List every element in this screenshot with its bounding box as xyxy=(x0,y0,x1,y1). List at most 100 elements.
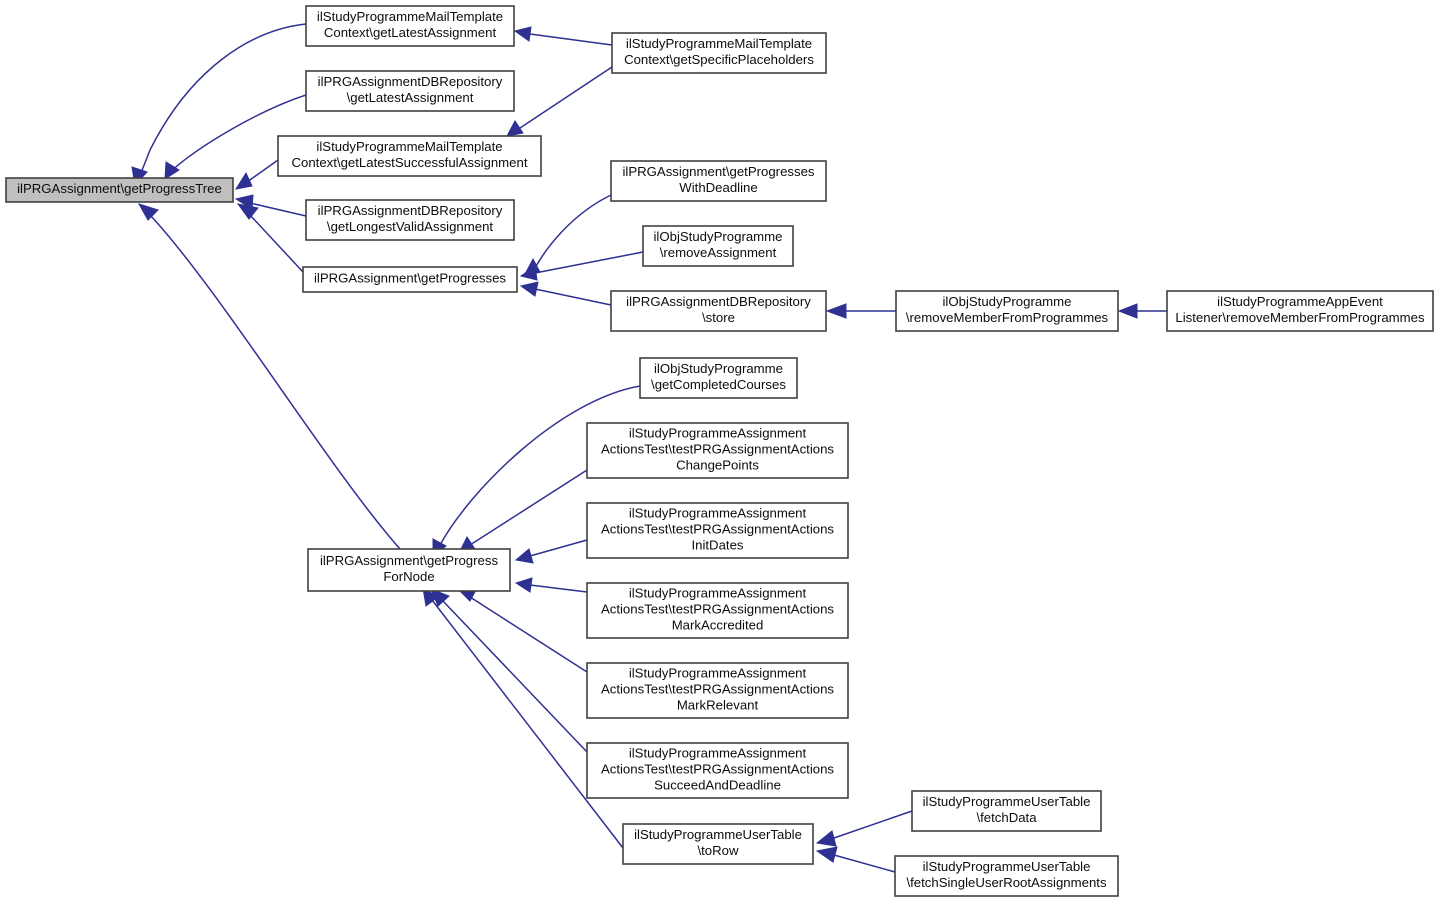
graph-node-dbRepoStore[interactable]: ilPRGAssignmentDBRepository\store xyxy=(610,290,827,332)
edge-line xyxy=(469,596,588,673)
node-label: ilPRGAssignmentDBRepository\store xyxy=(626,294,811,325)
arrowhead-icon xyxy=(234,171,253,190)
node-rect[interactable] xyxy=(307,548,511,592)
node-label: ilPRGAssignmentDBRepository\getLatestAss… xyxy=(318,74,503,105)
node-rect[interactable] xyxy=(305,70,515,112)
node-rect[interactable] xyxy=(586,742,849,799)
edge-line xyxy=(534,251,644,274)
edges-layer xyxy=(131,23,1167,873)
edge-line xyxy=(534,194,612,269)
edge-line xyxy=(431,599,624,849)
node-rect[interactable] xyxy=(639,357,798,399)
arrowhead-icon xyxy=(825,303,847,319)
arrowhead-icon xyxy=(236,203,259,220)
node-rect[interactable] xyxy=(5,177,234,203)
arrowhead-icon xyxy=(514,577,533,593)
edge-dbRepoGetLongestValidAssignment-to-getProgressTree xyxy=(234,194,307,217)
node-rect[interactable] xyxy=(277,135,542,177)
node-label: ilStudyProgrammeUserTable\fetchData xyxy=(923,794,1091,825)
graph-node-userTableFetchSingleUserRootAssignments[interactable]: ilStudyProgrammeUserTable\fetchSingleUse… xyxy=(894,855,1119,897)
edge-line xyxy=(249,214,304,273)
node-rect[interactable] xyxy=(610,160,827,202)
graph-node-removeAssignment[interactable]: ilObjStudyProgramme\removeAssignment xyxy=(642,225,794,267)
node-rect[interactable] xyxy=(610,290,827,332)
node-rect[interactable] xyxy=(611,32,827,74)
graph-node-getProgresses[interactable]: ilPRGAssignment\getProgresses xyxy=(302,266,518,293)
edge-userTableFetchSingleUserRootAssignments-to-userTableToRow xyxy=(815,846,896,873)
edge-line xyxy=(529,584,588,593)
node-rect[interactable] xyxy=(642,225,794,267)
arrowhead-icon xyxy=(234,194,254,210)
arrowhead-icon xyxy=(1117,303,1138,319)
node-rect[interactable] xyxy=(622,823,814,865)
graph-node-getProgressTree[interactable]: ilPRGAssignment\getProgressTree xyxy=(5,177,234,203)
nodes-layer: ilPRGAssignment\getProgressTree ilStudyPr… xyxy=(5,5,1434,897)
edge-appEventListenerRemoveMemberFromProgrammes-to-removeMemberFromProgrammes xyxy=(1117,303,1167,319)
graph-node-dbRepoGetLatestAssignment[interactable]: ilPRGAssignmentDBRepository\getLatestAss… xyxy=(305,70,515,112)
edge-testSucceedAndDeadline-to-getProgressForNode xyxy=(430,588,588,753)
node-rect[interactable] xyxy=(894,855,1119,897)
edge-line xyxy=(249,202,307,217)
node-rect[interactable] xyxy=(302,266,518,293)
edge-line xyxy=(534,288,612,306)
edge-getProgressesWithDeadline-to-getProgresses xyxy=(523,194,612,277)
node-label: ilObjStudyProgramme\getCompletedCourses xyxy=(651,361,786,392)
node-label: ilObjStudyProgramme\removeAssignment xyxy=(654,229,783,260)
node-rect[interactable] xyxy=(1166,290,1434,332)
graph-node-getCompletedCourses[interactable]: ilObjStudyProgramme\getCompletedCourses xyxy=(639,357,798,399)
node-label: ilPRGAssignment\getProgressTree xyxy=(17,181,222,196)
node-rect[interactable] xyxy=(586,662,849,719)
graph-node-dbRepoGetLongestValidAssignment[interactable]: ilPRGAssignmentDBRepository\getLongestVa… xyxy=(305,199,515,241)
edge-testChangePoints-to-getProgressForNode xyxy=(458,469,588,554)
arrowhead-icon xyxy=(519,265,538,281)
arrowhead-icon xyxy=(137,203,159,221)
node-rect[interactable] xyxy=(305,5,515,47)
edge-mailTemplateGetLatestSuccessfulAssignment-to-getProgressTree xyxy=(234,159,279,190)
arrowhead-icon xyxy=(519,281,539,297)
edge-getProgresses-to-getProgressTree xyxy=(236,203,304,273)
edge-dbRepoGetLatestAssignment-to-getProgressTree xyxy=(164,94,307,180)
edge-line xyxy=(138,23,307,179)
node-label: ilStudyProgrammeUserTable\toRow xyxy=(634,827,802,858)
edge-removeMemberFromProgrammes-to-dbRepoStore xyxy=(825,303,896,319)
arrowhead-icon xyxy=(815,830,837,847)
node-rect[interactable] xyxy=(586,422,849,479)
edge-mailTemplateGetSpecificPlaceholders-to-mailTemplateGetLatestSuccessfulAssignment xyxy=(506,66,613,137)
node-rect[interactable] xyxy=(586,502,849,559)
edge-testInitDates-to-getProgressForNode xyxy=(514,539,588,564)
arrowhead-icon xyxy=(514,548,534,564)
edge-dbRepoStore-to-getProgresses xyxy=(519,281,612,306)
graph-node-removeMemberFromProgrammes[interactable]: ilObjStudyProgramme\removeMemberFromProg… xyxy=(895,290,1119,332)
arrowhead-icon xyxy=(422,587,439,607)
graph-node-userTableToRow[interactable]: ilStudyProgrammeUserTable\toRow xyxy=(622,823,814,865)
node-rect[interactable] xyxy=(911,790,1102,832)
edge-removeAssignment-to-getProgresses xyxy=(519,251,644,281)
node-label: ilPRGAssignmentDBRepository\getLongestVa… xyxy=(318,203,503,234)
edge-line xyxy=(169,94,307,173)
node-rect[interactable] xyxy=(895,290,1119,332)
node-rect[interactable] xyxy=(586,582,849,639)
graph-node-userTableFetchData[interactable]: ilStudyProgrammeUserTable\fetchData xyxy=(911,790,1102,832)
edge-userTableFetchData-to-userTableToRow xyxy=(815,810,913,847)
node-rect[interactable] xyxy=(305,199,515,241)
node-label: ilStudyProgrammeUserTable\fetchSingleUse… xyxy=(906,859,1107,890)
